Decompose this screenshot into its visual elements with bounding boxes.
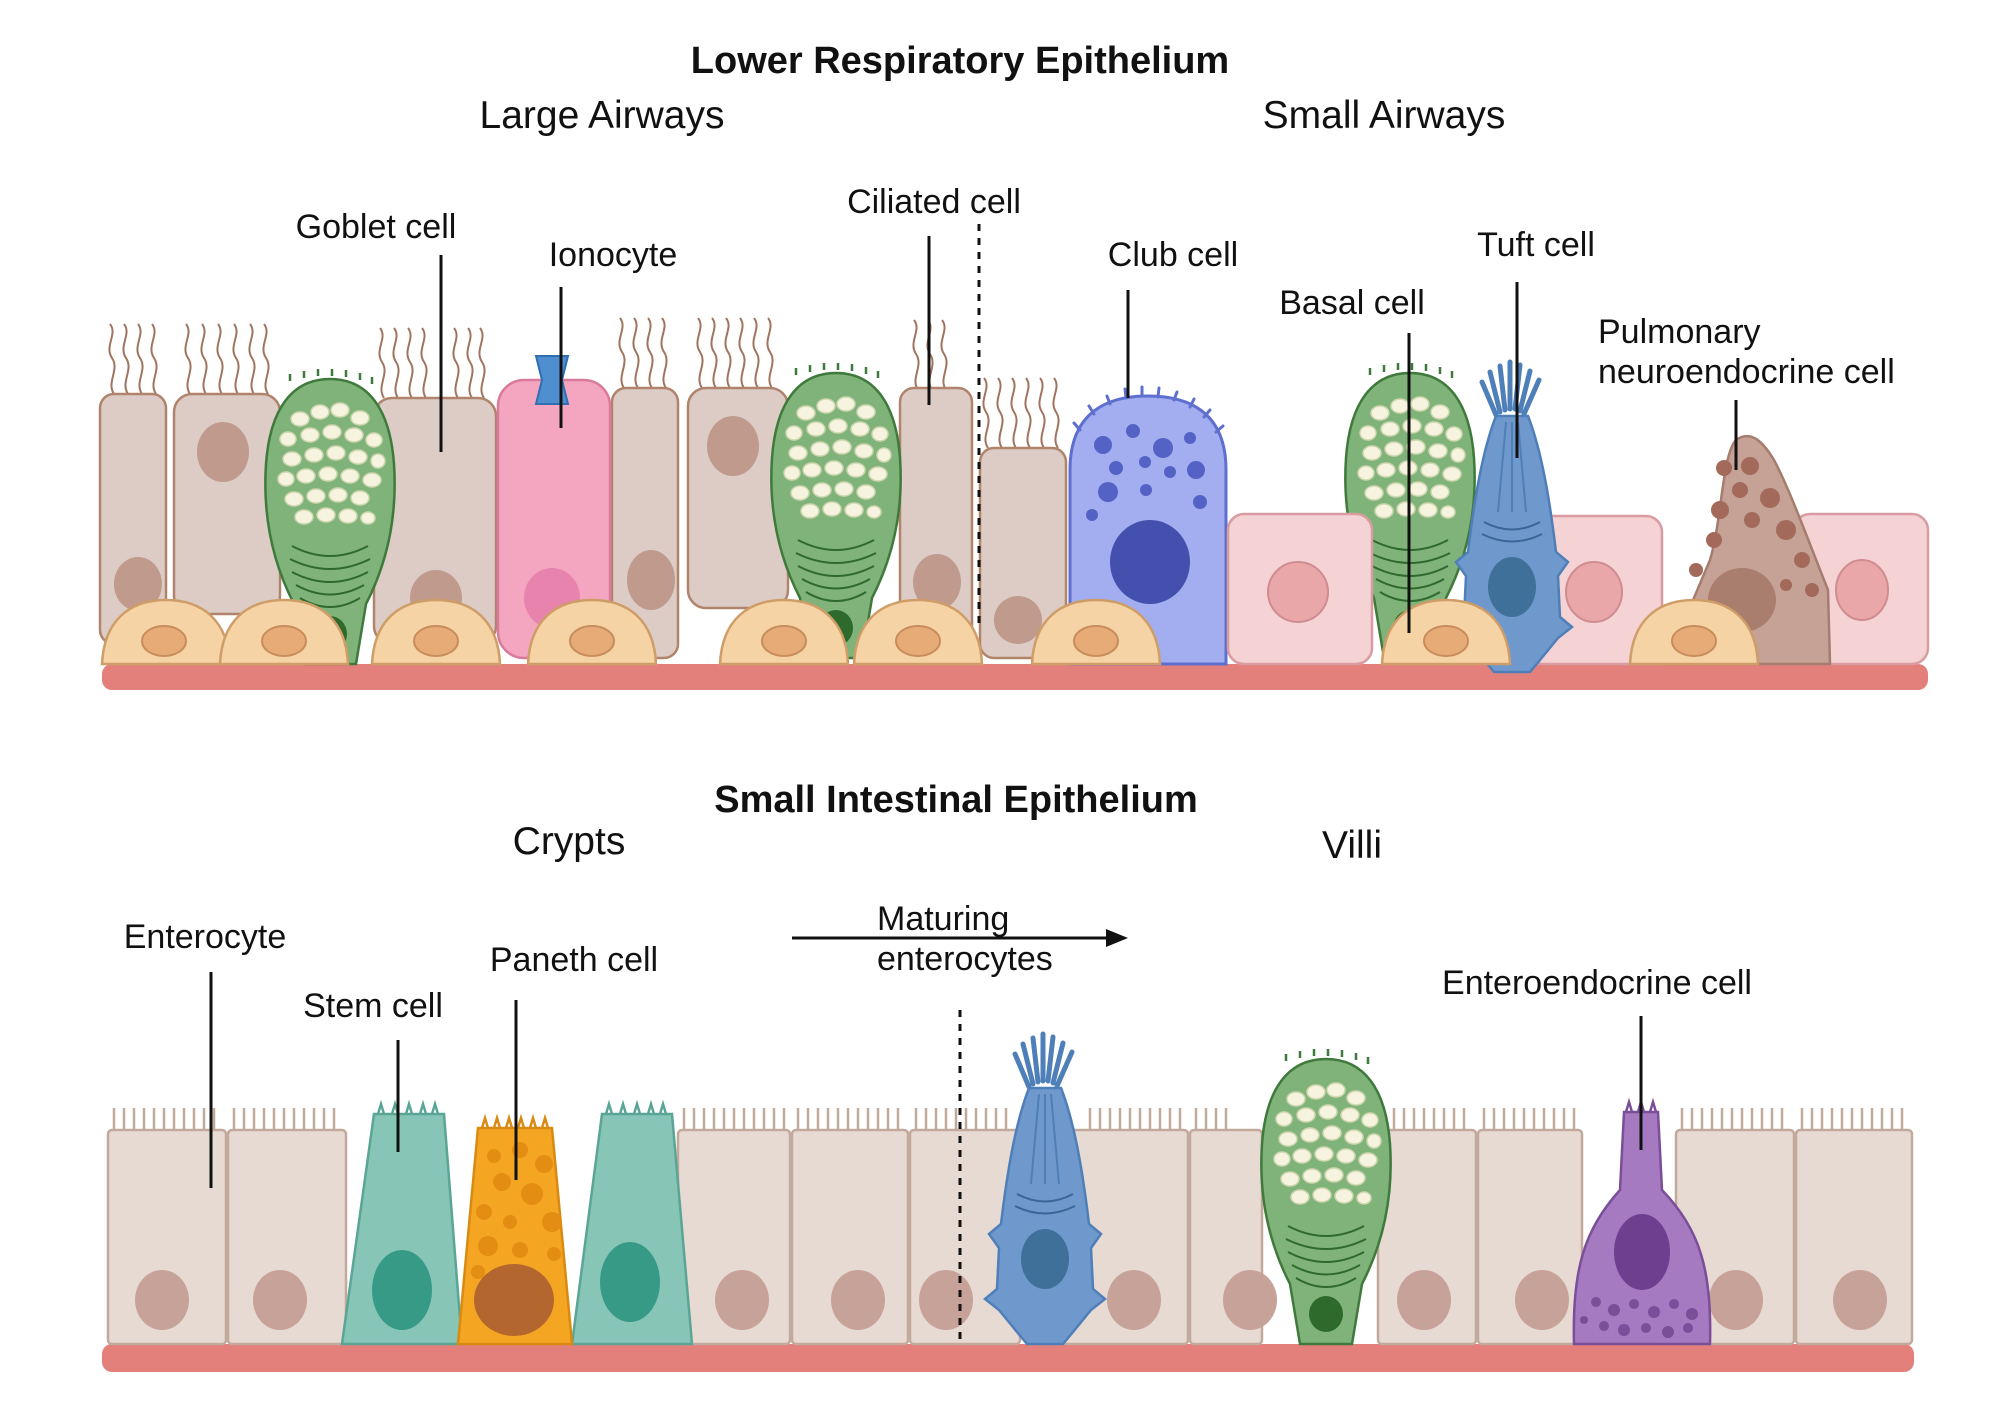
paneth-cell-label: Paneth cell <box>490 941 658 979</box>
enterocyte-11 <box>1794 1108 1914 1346</box>
respiratory-basement-membrane <box>102 664 1928 690</box>
goblet-cell-label: Goblet cell <box>296 208 457 246</box>
pnec-label-line2: neuroendocrine cell <box>1598 353 1895 391</box>
intestinal-epithelium <box>102 1010 1914 1372</box>
maturing-label-line1: Maturing <box>877 900 1009 938</box>
enterocyte-2 <box>226 1108 348 1346</box>
enterocyte-3 <box>676 1108 792 1346</box>
intestinal-title: Small Intestinal Epithelium <box>714 779 1198 821</box>
enteroendocrine-cell-label: Enteroendocrine cell <box>1442 964 1752 1002</box>
enterocyte-5 <box>908 1108 1022 1346</box>
enterocyte-label: Enterocyte <box>124 918 287 956</box>
intestinal-basement-membrane <box>102 1344 1914 1372</box>
ciliated-cell-label: Ciliated cell <box>847 183 1021 221</box>
paneth-cell <box>456 1113 574 1346</box>
villi-label: Villi <box>1322 824 1382 867</box>
maturing-label-line2: enterocytes <box>877 940 1053 978</box>
small-airways-label: Small Airways <box>1263 94 1506 137</box>
respiratory-epithelium <box>98 224 1930 690</box>
enteroendocrine-cell <box>1572 1097 1712 1346</box>
enterocyte-8 <box>1376 1108 1478 1346</box>
stem-cell-label: Stem cell <box>303 987 443 1025</box>
club-cell-label: Club cell <box>1108 236 1238 274</box>
enterocyte-4 <box>790 1108 910 1346</box>
basal-cells <box>100 598 1760 666</box>
basal-cell-label: Basal cell <box>1279 284 1425 322</box>
pnec-label-line1: Pulmonary <box>1598 313 1761 351</box>
tuft-cell-label: Tuft cell <box>1477 226 1595 264</box>
large-airways-label: Large Airways <box>480 94 725 137</box>
respiratory-title: Lower Respiratory Epithelium <box>691 40 1229 82</box>
enterocytes <box>106 1108 1914 1346</box>
ionocyte-label: Ionocyte <box>549 236 678 274</box>
maturing-arrow-head <box>1106 929 1128 947</box>
club-cell <box>1068 385 1228 666</box>
enterocyte-7 <box>1188 1108 1277 1346</box>
crypts-label: Crypts <box>513 820 626 863</box>
stem-cells <box>340 1099 694 1346</box>
ciliated-cells <box>98 317 1068 660</box>
intestinal-goblet-cell <box>1260 1047 1392 1346</box>
enterocyte-1 <box>106 1108 228 1346</box>
enterocyte-9 <box>1476 1108 1584 1346</box>
